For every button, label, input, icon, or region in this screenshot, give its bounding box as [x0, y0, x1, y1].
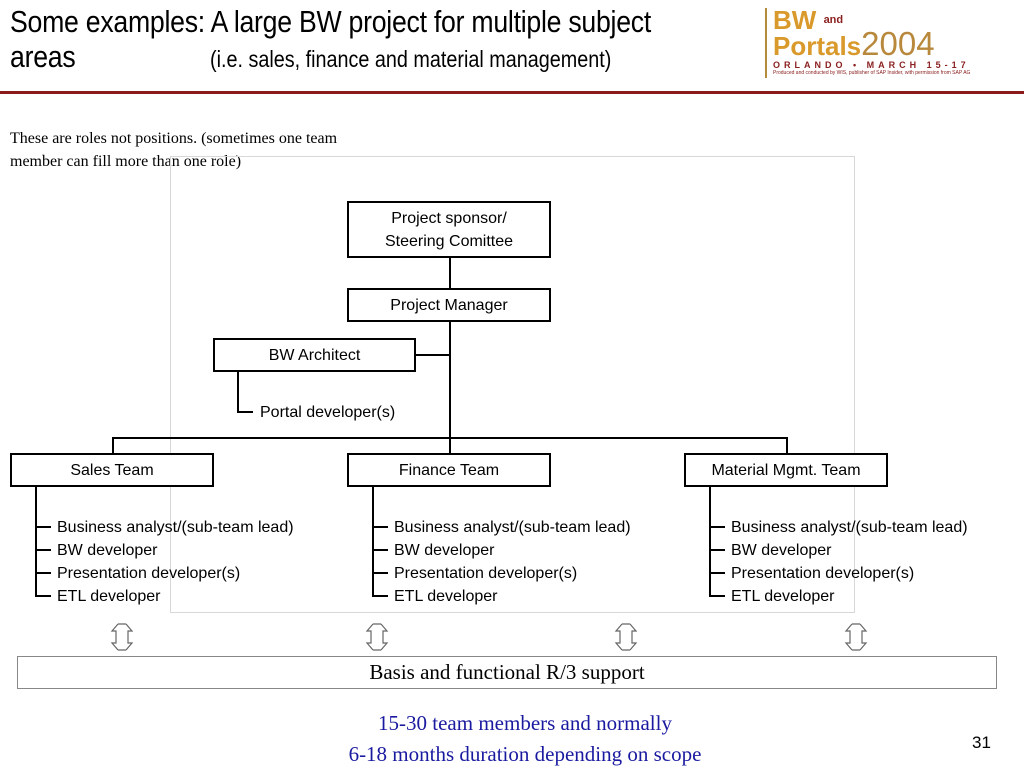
role-item: ETL developer [394, 588, 498, 605]
diagram-frame [170, 156, 855, 613]
connector-line [449, 322, 451, 438]
footer-line-1: 15-30 team members and normally [378, 711, 672, 735]
connector-line [372, 549, 388, 551]
connector-line [237, 372, 239, 412]
role-item: ETL developer [57, 588, 161, 605]
logo-location: ORLANDO • MARCH 15-17 [773, 60, 970, 70]
slide-title: Some examples: A large BW project for mu… [10, 4, 651, 74]
connector-line [709, 549, 725, 551]
role-item: BW developer [731, 542, 832, 559]
connector-line [35, 549, 51, 551]
double-arrow-icon [614, 623, 638, 651]
connector-line [35, 487, 37, 596]
role-item: Presentation developer(s) [394, 565, 578, 582]
title-subtitle: (i.e. sales, finance and material manage… [210, 46, 612, 72]
connector-line [449, 258, 451, 288]
role-item: Business analyst/(sub-team lead) [394, 519, 631, 536]
logo-year: 2004 [861, 25, 935, 62]
team-label: Finance Team [398, 461, 500, 479]
connector-line [372, 526, 388, 528]
connector-line [35, 595, 51, 597]
logo-bw: BW [773, 5, 817, 35]
role-item: Presentation developer(s) [731, 565, 915, 582]
team-box-finance: Finance Team [347, 453, 551, 487]
connector-line [372, 572, 388, 574]
support-box: Basis and functional R/3 support [17, 656, 997, 689]
connector-line [35, 526, 51, 528]
support-arrows [110, 623, 868, 651]
role-item: ETL developer [731, 588, 835, 605]
role-item: Business analyst/(sub-team lead) [57, 519, 294, 536]
sponsor-label: Project sponsor/ Steering Comittee [384, 209, 514, 250]
connector-line [416, 354, 449, 356]
double-arrow-icon [365, 623, 389, 651]
title-rule [0, 91, 1024, 94]
role-item: Presentation developer(s) [57, 565, 241, 582]
manager-label: Project Manager [390, 296, 508, 314]
connector-line [709, 487, 711, 596]
team-box-sales: Sales Team [10, 453, 214, 487]
footer-text: 15-30 team members and normally 6-18 mon… [200, 708, 850, 770]
title-main: Some examples: A large BW project for mu… [10, 4, 652, 74]
connector-line [449, 437, 451, 453]
connector-line [372, 595, 388, 597]
logo-and: and [823, 14, 844, 26]
architect-box: BW Architect [213, 338, 416, 372]
connector-line [709, 526, 725, 528]
role-item: BW developer [57, 542, 158, 559]
connector-line [35, 572, 51, 574]
team-label: Sales Team [70, 461, 154, 479]
logo-credit: Produced and conducted by WIS, publisher… [773, 70, 971, 76]
connector-line [372, 487, 374, 596]
double-arrow-icon [844, 623, 868, 651]
footer-line-2: 6-18 months duration depending on scope [348, 742, 702, 766]
connector-line [237, 411, 253, 413]
connector-line [112, 437, 114, 453]
roles-note: These are roles not positions. (sometime… [10, 130, 338, 170]
logo-portals: Portals [773, 31, 862, 61]
connector-line [709, 572, 725, 574]
team-label: Material Mgmt. Team [711, 461, 861, 479]
connector-line [709, 595, 725, 597]
conference-logo: BW and Portals2004 ORLANDO • MARCH 15-17… [765, 5, 998, 78]
role-item: BW developer [394, 542, 495, 559]
page-number: 31 [972, 733, 991, 752]
connector-line [786, 437, 788, 453]
sponsor-box: Project sponsor/ Steering Comittee [347, 201, 551, 258]
double-arrow-icon [110, 623, 134, 651]
architect-label: BW Architect [268, 346, 361, 364]
manager-box: Project Manager [347, 288, 551, 322]
team-box-material: Material Mgmt. Team [684, 453, 888, 487]
role-item: Business analyst/(sub-team lead) [731, 519, 968, 536]
portal-developer-label: Portal developer(s) [260, 404, 396, 421]
